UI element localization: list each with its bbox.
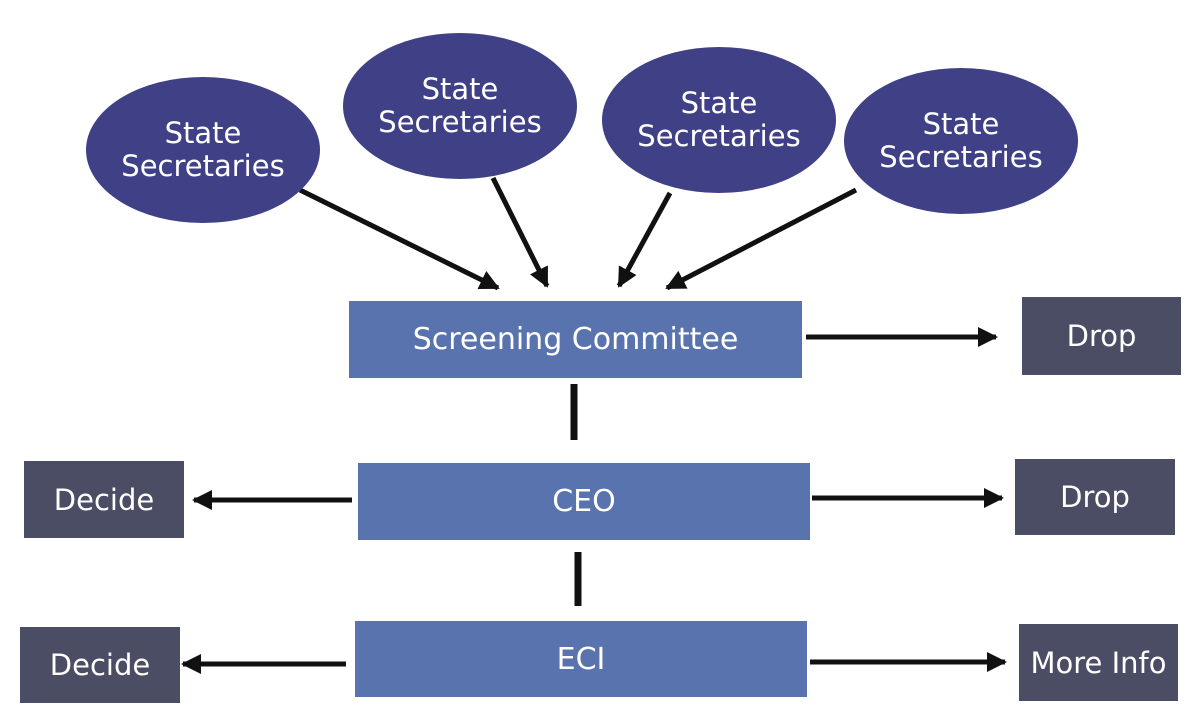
state-secretaries-node: State Secretaries	[86, 77, 320, 223]
more-info-box: More Info	[1019, 624, 1178, 701]
state-secretaries-node: State Secretaries	[343, 33, 577, 179]
arrow-source-4-to-screening	[665, 187, 858, 291]
eci-box: ECI	[355, 621, 807, 697]
screening-committee-box: Screening Committee	[349, 301, 802, 378]
state-secretaries-node: State Secretaries	[602, 47, 836, 193]
arrow-source-2-to-screening	[490, 176, 550, 288]
arrow-source-1-to-screening	[298, 187, 500, 291]
drop-box: Drop	[1022, 297, 1181, 375]
drop-box: Drop	[1015, 459, 1175, 535]
arrow-source-3-to-screening	[616, 191, 673, 288]
decide-box: Decide	[20, 627, 180, 703]
decide-box: Decide	[24, 461, 184, 538]
state-secretaries-node: State Secretaries	[844, 68, 1078, 214]
ceo-box: CEO	[358, 463, 810, 540]
